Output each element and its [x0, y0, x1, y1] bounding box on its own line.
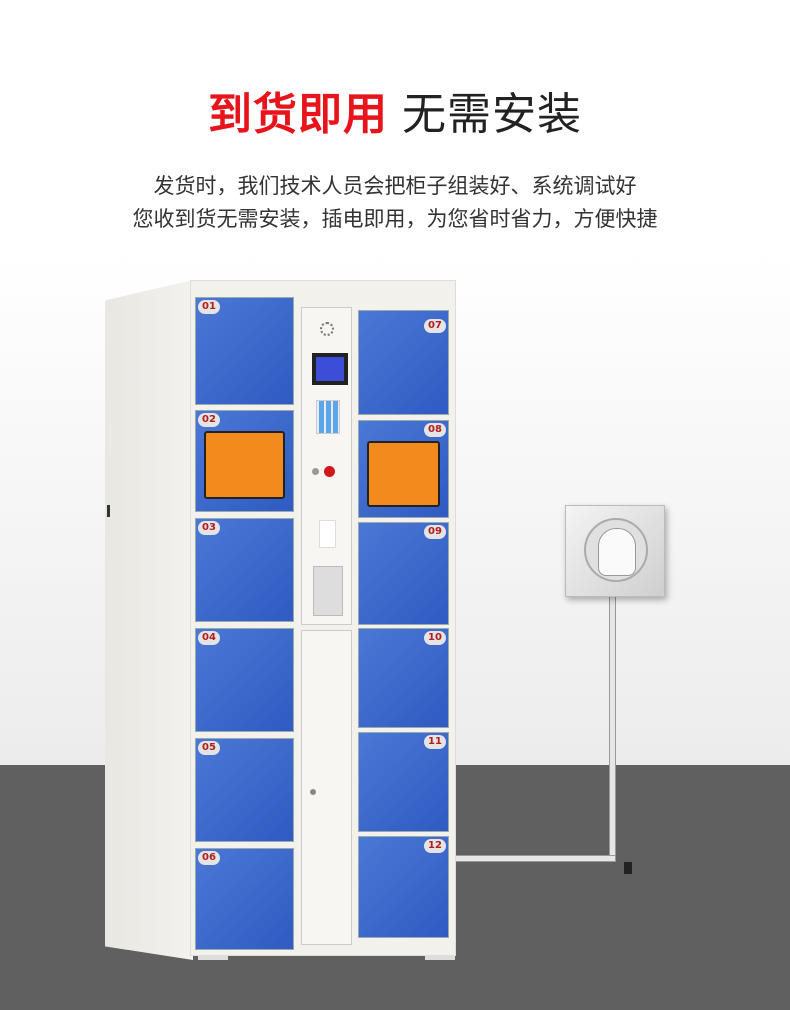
locker-number: 05 [198, 741, 220, 755]
locker-door[interactable]: 08 [358, 420, 449, 518]
emergency-button[interactable] [324, 466, 335, 477]
instruction-poster [204, 431, 285, 499]
subtitle-line-2: 您收到货无需安装，插电即用，为您省时省力，方便快捷 [132, 207, 658, 231]
locker-door[interactable]: 02 [195, 410, 294, 512]
locker-number: 12 [424, 839, 446, 853]
instruction-poster [367, 441, 440, 507]
key-lock-icon [312, 468, 319, 475]
cable-connector-icon [624, 862, 632, 874]
locker-door[interactable]: 09 [358, 522, 449, 625]
locker-number: 09 [424, 525, 446, 539]
locker-door[interactable]: 06 [195, 848, 294, 950]
locker-door[interactable]: 01 [195, 297, 294, 405]
locker-number: 08 [424, 423, 446, 437]
keyhole-icon [310, 789, 316, 795]
cabinet-side [105, 280, 193, 960]
headline: 到货即用无需安装 [0, 78, 790, 142]
speaker-icon [320, 322, 334, 336]
locker-number: 04 [198, 631, 220, 645]
keypad[interactable] [316, 400, 340, 434]
locker-number: 10 [424, 631, 446, 645]
side-latch [107, 505, 110, 517]
locker-door[interactable]: 03 [195, 518, 294, 622]
locker-door[interactable]: 07 [358, 310, 449, 415]
locker-door[interactable]: 12 [358, 836, 449, 938]
wall-outlet [565, 505, 665, 597]
control-panel [301, 307, 352, 625]
locker-number: 03 [198, 521, 220, 535]
power-cable-horizontal [455, 855, 616, 862]
maintenance-door[interactable] [301, 630, 352, 945]
locker-number: 02 [198, 413, 220, 427]
plug-icon [598, 528, 636, 576]
locker-number: 07 [424, 319, 446, 333]
headline-red: 到货即用 [208, 89, 388, 140]
subtitle-line-1: 发货时，我们技术人员会把柜子组装好、系统调试好 [153, 174, 637, 198]
card-reader[interactable] [319, 520, 336, 548]
locker-door[interactable]: 05 [195, 738, 294, 842]
power-cable-vertical [609, 592, 616, 862]
headline-dark: 无需安装 [402, 89, 582, 140]
lcd-screen [312, 353, 348, 385]
locker-door[interactable]: 11 [358, 732, 449, 832]
locker-door[interactable]: 10 [358, 628, 449, 728]
locker-number: 11 [424, 735, 446, 749]
locker-door[interactable]: 04 [195, 628, 294, 732]
instruction-label [313, 566, 343, 616]
locker-number: 01 [198, 300, 220, 314]
locker-number: 06 [198, 851, 220, 865]
